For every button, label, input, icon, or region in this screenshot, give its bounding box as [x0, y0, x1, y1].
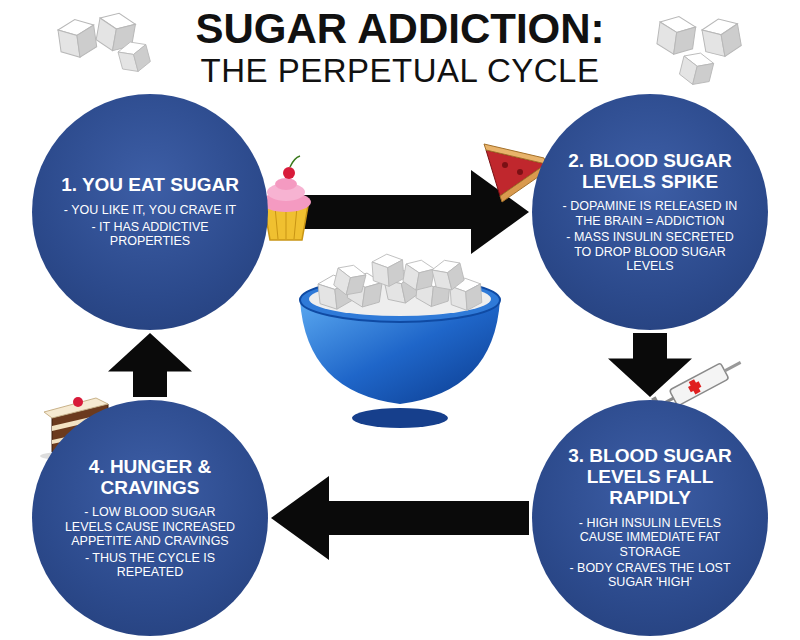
- cupcake-icon: [261, 156, 311, 240]
- cycle-arrow: [271, 170, 529, 254]
- step-body: - BODY CRAVES THE LOST SUGAR 'HIGH': [560, 561, 740, 590]
- cycle-arrow: [108, 333, 192, 397]
- step-body: - DOPAMINE IS RELEASED IN THE BRAIN = AD…: [560, 199, 740, 228]
- sugar-cubes: [57, 10, 152, 75]
- step-circle: 1. YOU EAT SUGAR - YOU LIKE IT, YOU CRAVE…: [32, 94, 268, 330]
- title: SUGAR ADDICTION:: [0, 6, 800, 52]
- step-circle: 3. BLOOD SUGAR LEVELS FALL RAPIDLY - HIGH…: [532, 400, 768, 636]
- step-body: - MASS INSULIN SECRETED TO DROP BLOOD SU…: [560, 230, 740, 273]
- step-body: - LOW BLOOD SUGAR LEVELS CAUSE INCREASED…: [60, 505, 240, 548]
- step-circle: 2. BLOOD SUGAR LEVELS SPIKE - DOPAMINE IS…: [532, 94, 768, 330]
- subtitle: THE PERPETUAL CYCLE: [0, 53, 800, 89]
- step-heading: 2. BLOOD SUGAR LEVELS SPIKE: [560, 151, 740, 193]
- step-body: - THUS THE CYCLE IS REPEATED: [60, 551, 240, 580]
- sugar-bowl: [300, 253, 500, 428]
- cycle-arrow: [271, 476, 529, 560]
- step-body: - YOU LIKE IT, YOU CRAVE IT: [64, 203, 236, 217]
- step-circle: 4. HUNGER & CRAVINGS - LOW BLOOD SUGAR LE…: [32, 400, 268, 636]
- step-heading: 3. BLOOD SUGAR LEVELS FALL RAPIDLY: [560, 446, 740, 509]
- step-heading: 4. HUNGER & CRAVINGS: [60, 457, 240, 499]
- step-body: - HIGH INSULIN LEVELS CAUSE IMMEDIATE FA…: [560, 516, 740, 559]
- step-body: - IT HAS ADDICTIVE PROPERTIES: [60, 220, 240, 249]
- step-heading: 1. YOU EAT SUGAR: [61, 175, 239, 196]
- sugar-cubes: [656, 14, 743, 88]
